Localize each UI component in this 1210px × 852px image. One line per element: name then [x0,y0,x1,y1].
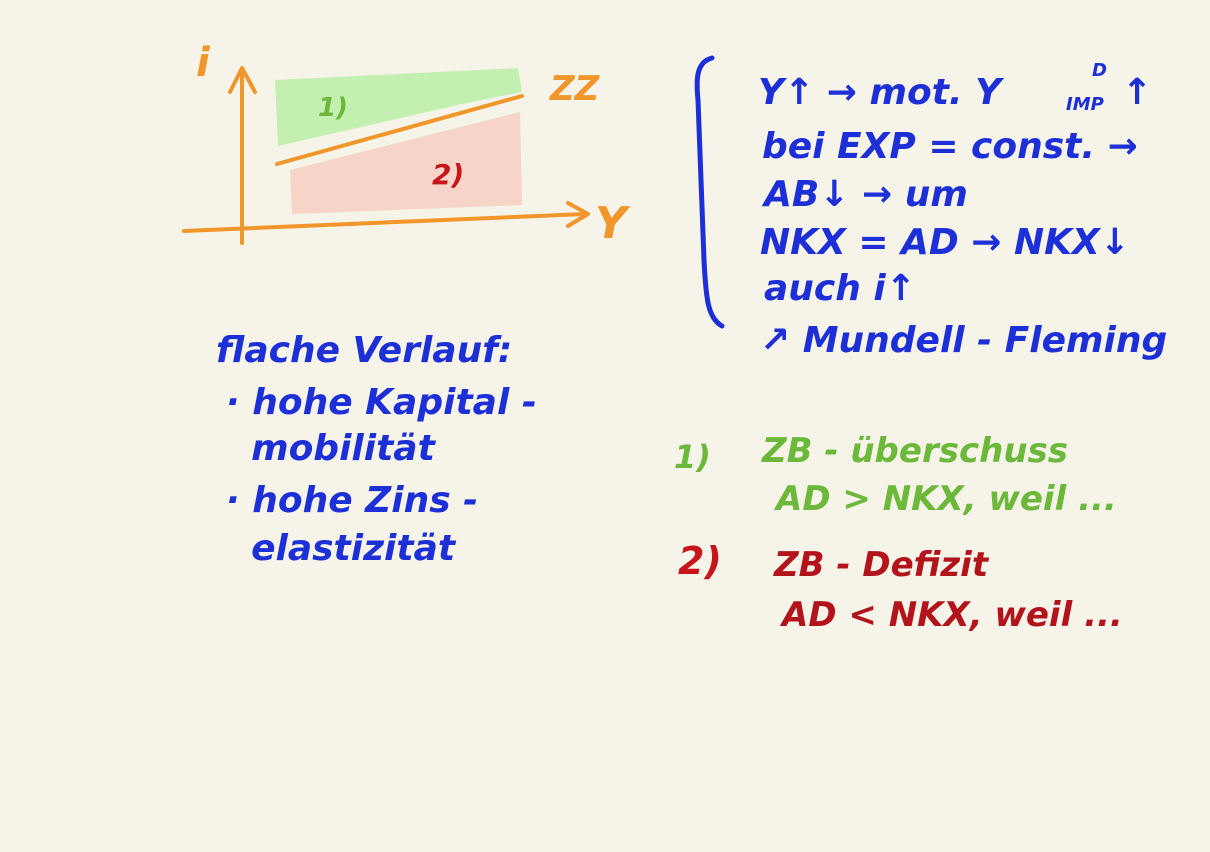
legend-1-number: 1) [674,438,711,476]
x-axis-label: Y [595,198,631,249]
legend: 1) ZB - überschuss AD > NKX, weil ... 2)… [674,431,1123,635]
left-note-line-3: mobilität [226,428,437,469]
right-note-line-3: AB↓ → um [761,174,968,215]
region-1-label: 1) [318,93,348,123]
legend-1-line-1: ZB - überschuss [761,431,1068,471]
right-note-line-2: bei EXP = const. → [762,126,1138,167]
left-note-line-2: · hohe Kapital - [226,382,537,423]
right-note-superscript: D [1092,60,1107,81]
right-note-line-5: auch i↑ [764,268,916,309]
legend-2-line-2: AD < NKX, weil ... [779,595,1123,635]
left-note-line-1: flache Verlauf: [216,330,512,371]
zz-curve [275,94,524,166]
legend-1-line-2: AD > NKX, weil ... [773,479,1117,519]
region-2-label: 2) [432,158,464,191]
right-note-line-1: Y↑ → mot. Y [758,72,1005,113]
y-axis [228,66,257,245]
left-note-line-5: elastizität [226,528,457,569]
left-notes: flache Verlauf: · hohe Kapital - mobilit… [216,330,537,569]
legend-2-number: 2) [678,539,722,583]
left-brace [694,55,725,329]
region-2-fill [290,112,522,214]
right-note-line-6: ↗ Mundell - Fleming [760,320,1167,361]
y-axis-label: i [196,40,211,86]
right-note-line-4: NKX = AD → NKX↓ [760,222,1130,263]
right-notes: Y↑ → mot. Y IMP D ↑ bei EXP = const. → A… [694,55,1167,361]
zz-diagram: i Y ZZ 1) 2) [182,40,631,249]
x-axis [182,201,590,233]
region-1-fill [275,68,522,146]
legend-2-line-1: ZB - Defizit [773,545,990,585]
right-note-up-arrow: ↑ [1122,72,1152,113]
zz-curve-label: ZZ [549,69,601,109]
right-note-subscript: IMP [1066,94,1104,115]
left-note-line-4: · hohe Zins - [226,480,478,521]
